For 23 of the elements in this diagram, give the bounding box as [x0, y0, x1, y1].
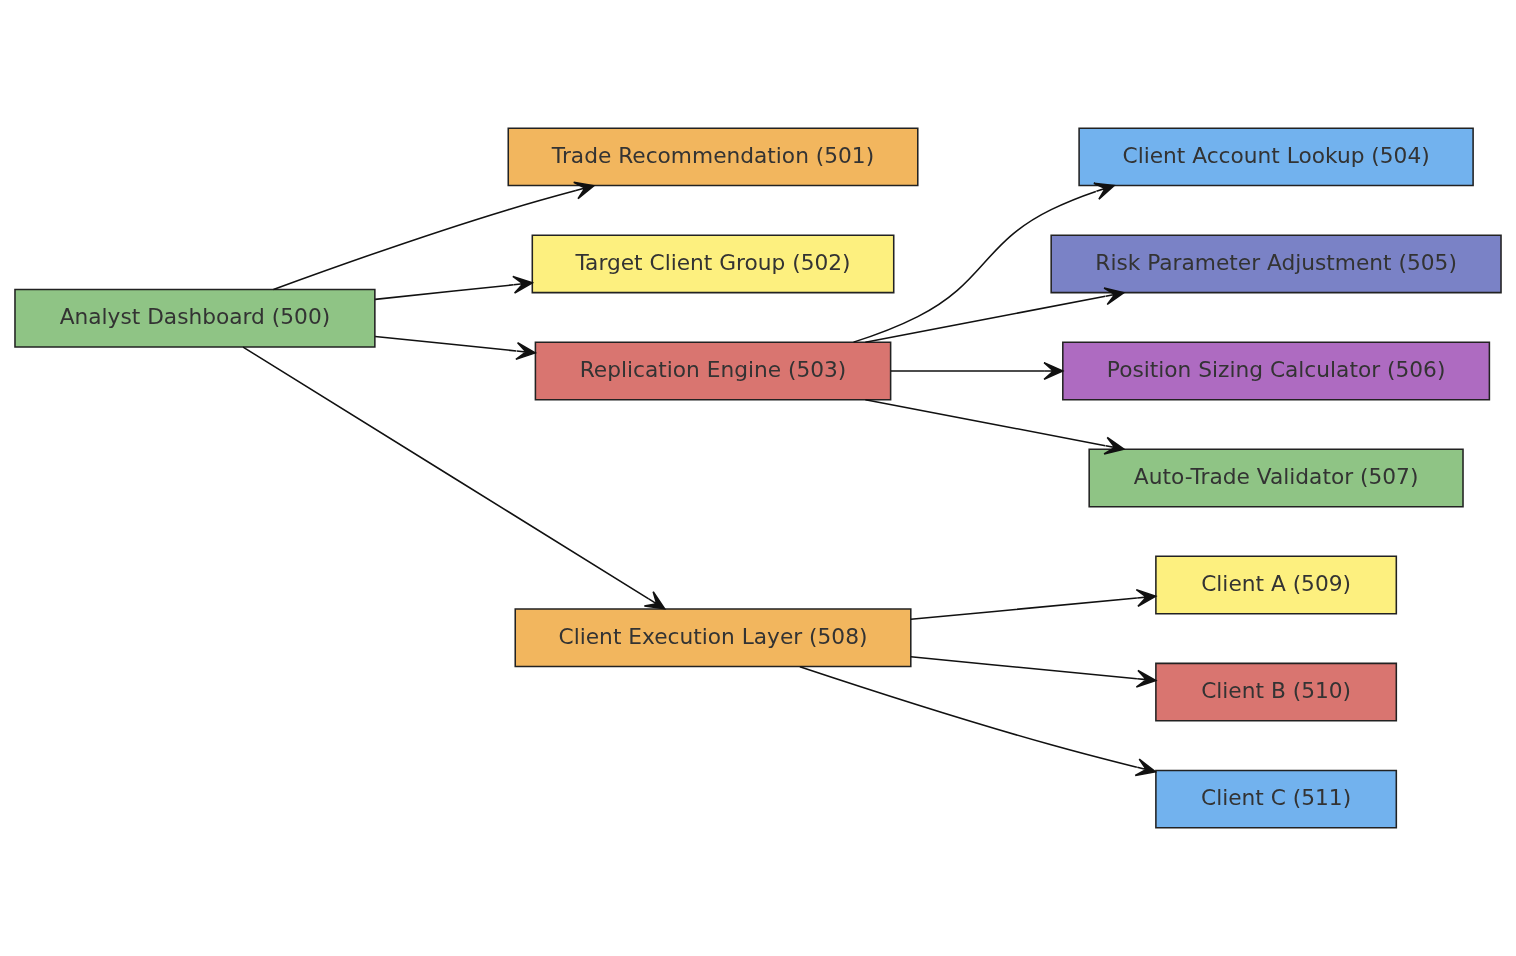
arrow [374, 275, 533, 301]
arrow [242, 346, 666, 610]
node-box: Trade Recommendation (501) [507, 127, 919, 187]
arrow [890, 361, 1064, 381]
arrow [272, 181, 595, 291]
node-box: Target Client Group (502) [531, 234, 895, 294]
node-box: Client A (509) [1155, 555, 1398, 615]
arrow [864, 287, 1125, 343]
arrow [852, 182, 1115, 343]
node-box: Replication Engine (503) [534, 341, 892, 401]
node-box: Client C (511) [1155, 769, 1398, 829]
arrow [374, 335, 537, 361]
node-box: Risk Parameter Adjustment (505) [1050, 234, 1502, 294]
arrow [799, 665, 1157, 777]
node-box: Client Account Lookup (504) [1078, 127, 1474, 187]
node-box: Position Sizing Calculator (506) [1062, 341, 1491, 401]
node-box: Client B (510) [1155, 662, 1398, 722]
arrow [910, 656, 1157, 688]
node-box: Auto-Trade Validator (507) [1088, 448, 1464, 508]
arrow [864, 399, 1125, 455]
node-box: Client Execution Layer (508) [514, 608, 912, 668]
arrow [910, 588, 1157, 621]
node-box: Analyst Dashboard (500) [14, 288, 376, 348]
